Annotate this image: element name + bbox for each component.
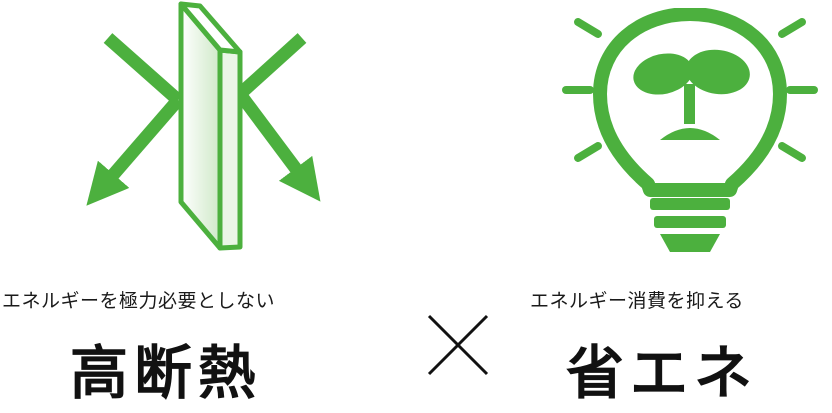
left-heading: 高断熱 <box>70 339 263 407</box>
energy-saving-panel: エネルギー消費を抑える 省エネ <box>520 0 832 413</box>
high-insulation-panel: エネルギーを極力必要としない 高断熱 <box>0 0 390 413</box>
right-heading: 省エネ <box>566 339 759 407</box>
multiply-icon <box>427 314 489 376</box>
light-bulb-sprout-icon <box>562 8 818 252</box>
left-caption: エネルギーを極力必要としない <box>2 290 276 312</box>
right-caption: エネルギー消費を抑える <box>530 290 744 312</box>
window-glass-deflect-arrows-icon <box>86 1 321 251</box>
